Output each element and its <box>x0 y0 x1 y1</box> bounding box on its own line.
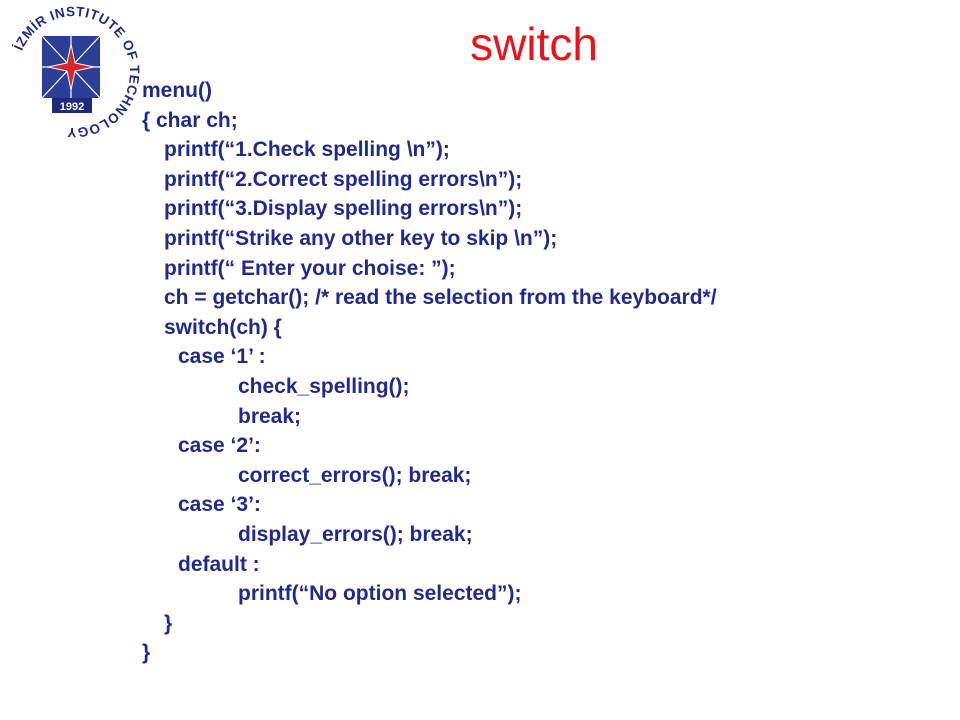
code-line: switch(ch) { <box>164 315 282 339</box>
code-line: case ‘1’ : <box>178 345 266 369</box>
code-block: menu() { char ch; printf(“1.Check spelli… <box>142 76 717 668</box>
code-line: display_errors(); break; <box>238 522 473 546</box>
code-line: default : <box>178 552 260 576</box>
code-line: case ‘2’: <box>178 434 261 458</box>
code-line: printf(“No option selected”); <box>238 582 522 606</box>
code-line: check_spelling(); <box>238 374 410 398</box>
code-line: printf(“2.Correct spelling errors\n”); <box>164 167 523 191</box>
code-line: { char ch; <box>142 108 238 132</box>
logo-year: 1992 <box>60 101 84 113</box>
logo-emblem: 1992 <box>41 35 101 113</box>
code-line: } <box>142 641 151 665</box>
code-line: ch = getchar(); /* read the selection fr… <box>164 286 717 310</box>
code-line: printf(“1.Check spelling \n”); <box>164 138 450 162</box>
slide-title: switch <box>470 18 598 70</box>
logo-star-icon <box>47 43 95 91</box>
code-line: printf(“Strike any other key to skip \n”… <box>164 226 558 250</box>
code-line: menu() <box>142 79 212 102</box>
code-line: } <box>164 611 173 635</box>
code-line: case ‘3’: <box>178 493 261 517</box>
code-line: printf(“ Enter your choise: ”); <box>164 256 456 280</box>
code-line: printf(“3.Display spelling errors\n”); <box>164 197 523 221</box>
code-line: correct_errors(); break; <box>238 463 472 487</box>
code-line: break; <box>238 404 302 428</box>
institute-logo: İZMİR INSTITUTE OF TECHNOLOGY 1992 <box>8 4 142 140</box>
